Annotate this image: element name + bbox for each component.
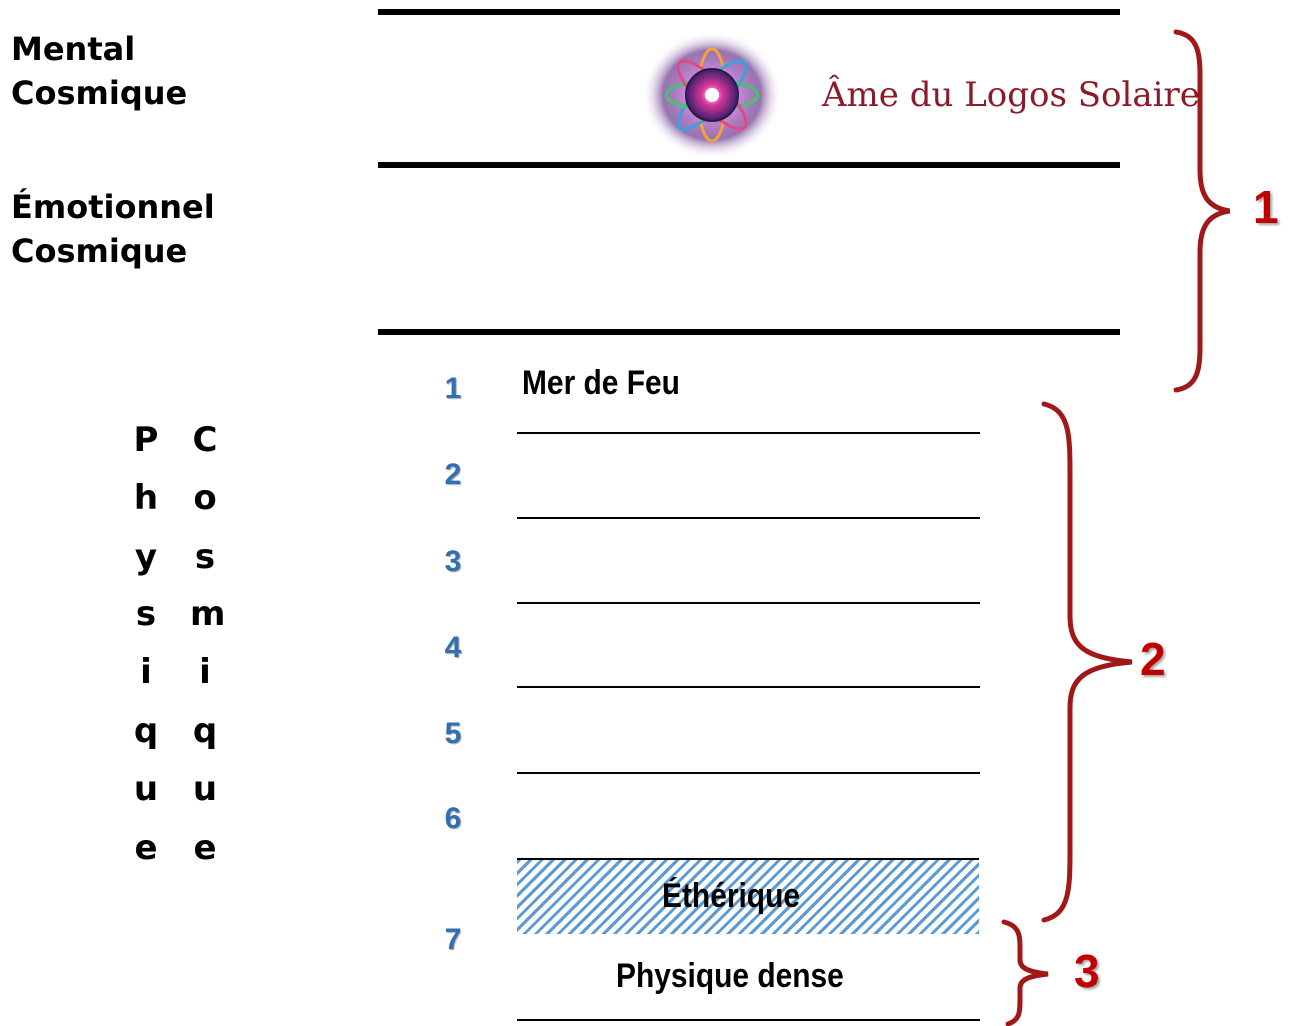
solar-logos-soul-label: Âme du Logos Solaire — [822, 75, 1200, 115]
plane-divider-bottom — [378, 329, 1120, 335]
brace-label: 1 — [1253, 181, 1279, 233]
subplane-divider — [517, 432, 980, 434]
dense-physical-divider — [517, 1019, 980, 1021]
cosmic-letter: o — [193, 478, 217, 518]
emotional-cosmic-label: Émotionnel Cosmique — [11, 185, 215, 273]
cosmic-letter: e — [193, 828, 217, 868]
brace-2 — [1041, 401, 1133, 923]
subplane-divider — [517, 772, 980, 774]
subplane-number: 5 — [444, 717, 462, 750]
emotional-label-line2: Cosmique — [11, 232, 188, 270]
cosmic-letter: m — [190, 594, 226, 634]
etheric-band — [517, 858, 979, 934]
plane-divider-middle — [378, 162, 1120, 168]
subplane-number: 3 — [444, 545, 462, 578]
brace-1 — [1173, 29, 1230, 393]
physical-letter: h — [133, 478, 159, 518]
subplane-number: 2 — [444, 458, 462, 491]
sea-of-fire-label: Mer de Feu — [522, 364, 680, 402]
mental-label-line2: Cosmique — [11, 74, 188, 112]
cosmic-letter: C — [192, 420, 218, 460]
subplane-divider — [517, 686, 980, 688]
physical-letter: e — [134, 828, 158, 868]
brace-label: 3 — [1074, 945, 1100, 997]
etheric-label: Éthérique — [662, 877, 800, 915]
mental-cosmic-label: Mental Cosmique — [11, 27, 187, 115]
cosmic-letter: s — [194, 537, 216, 577]
physical-letter: i — [140, 652, 152, 692]
subplane-number: 7 — [444, 923, 462, 956]
cosmic-letter: q — [192, 711, 218, 751]
subplane-divider — [517, 602, 980, 604]
physical-letter: q — [133, 711, 159, 751]
mandala-icon — [640, 30, 784, 160]
emotional-label-line1: Émotionnel — [11, 188, 215, 226]
physical-letter: u — [133, 769, 159, 809]
brace-3 — [1001, 919, 1049, 1026]
subplane-number: 6 — [444, 802, 462, 835]
subplane-divider — [517, 517, 980, 519]
mental-label-line1: Mental — [11, 30, 136, 68]
physical-letter: s — [135, 594, 157, 634]
subplane-number: 4 — [444, 631, 462, 664]
physical-letter: P — [133, 420, 159, 460]
brace-label: 2 — [1140, 633, 1166, 685]
cosmic-letter: i — [199, 652, 211, 692]
physical-letter: y — [134, 537, 158, 577]
plane-divider-top — [378, 9, 1120, 15]
dense-physical-label: Physique dense — [616, 957, 844, 995]
cosmic-letter: u — [192, 769, 218, 809]
subplane-number: 1 — [444, 372, 462, 405]
